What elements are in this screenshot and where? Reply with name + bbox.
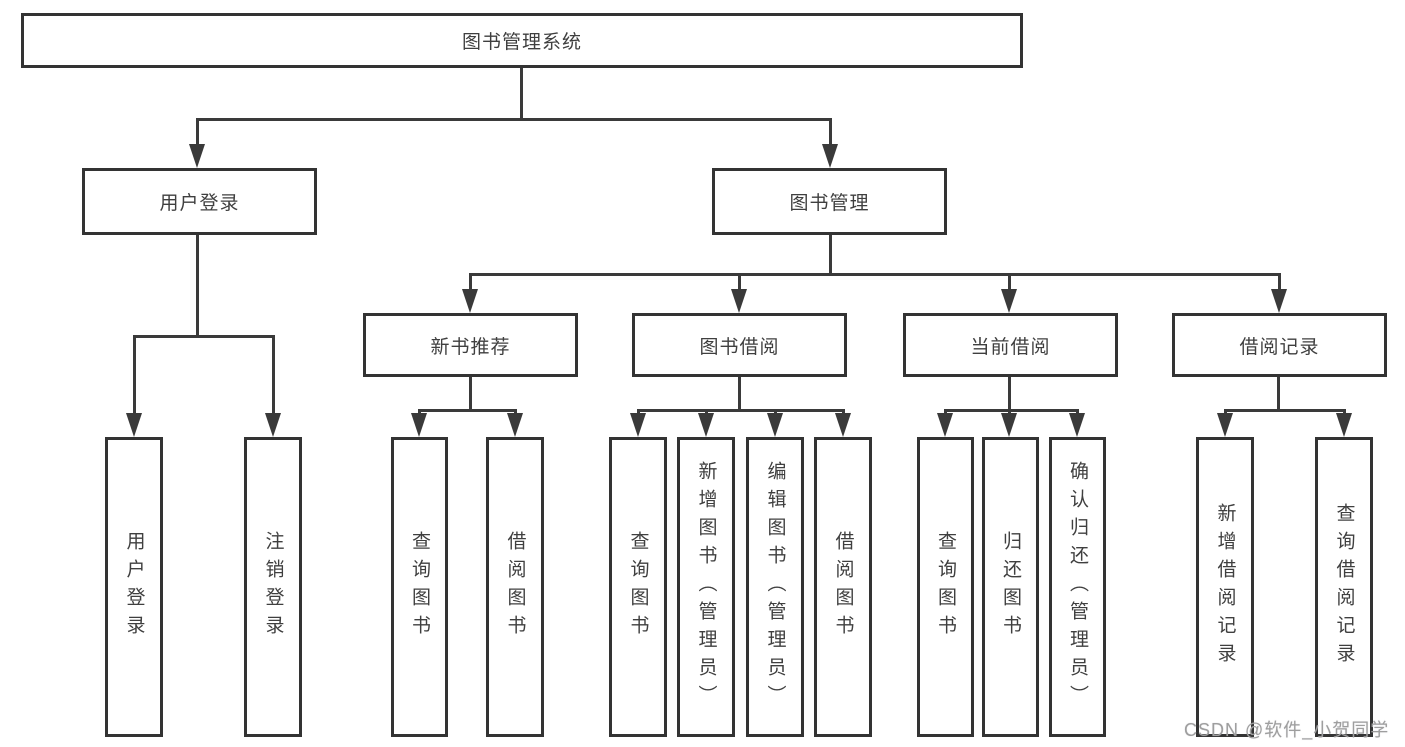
- connector-bb-stem: [738, 377, 741, 409]
- leaf-bb-query-books-label: 查询图书: [627, 531, 649, 643]
- connector-bb-rail: [637, 409, 845, 412]
- node-user-login-label: 用户登录: [159, 193, 240, 214]
- leaf-nbr-query-books: 查询图书: [391, 437, 448, 737]
- node-borrow-records: 借阅记录: [1172, 313, 1387, 377]
- connector-br-rail: [1224, 409, 1346, 412]
- connector-level3-rail: [469, 273, 1281, 276]
- connector-cb-rail: [944, 409, 1079, 412]
- connector-level2-rail: [196, 118, 832, 121]
- leaf-bb-borrow-books-label: 借阅图书: [832, 531, 854, 643]
- leaf-nbr-query-books-label: 查询图书: [409, 531, 430, 643]
- arrowhead-leaf-logout: [265, 413, 281, 437]
- connector-book-mgmt-shaft: [829, 118, 832, 146]
- connector-current-borrow-shaft: [1008, 273, 1011, 293]
- leaf-cb-return-books-label: 归还图书: [1000, 531, 1021, 643]
- leaf-bb-edit-books: 编辑图书（管理员）: [746, 437, 804, 737]
- leaf-nbr-borrow-books-label: 借阅图书: [504, 531, 526, 643]
- connector-book-borrow-shaft: [738, 273, 741, 293]
- connector-br-stem: [1277, 377, 1280, 409]
- arrowhead-current-borrow: [1001, 289, 1017, 313]
- arrowhead-br-leaf2: [1336, 413, 1352, 437]
- leaf-bb-borrow-books: 借阅图书: [814, 437, 872, 737]
- arrowhead-cb-leaf2: [1001, 413, 1017, 437]
- leaf-logout: 注销登录: [244, 437, 302, 737]
- arrowhead-cb-leaf3: [1069, 413, 1085, 437]
- arrowhead-user-login: [189, 144, 205, 168]
- leaf-cb-query-books: 查询图书: [917, 437, 974, 737]
- connector-nbr-rail: [418, 409, 517, 412]
- arrowhead-nbr-leaf1: [411, 413, 427, 437]
- arrowhead-bb-leaf4: [835, 413, 851, 437]
- connector-user-login-stem: [196, 235, 199, 335]
- node-root-label: 图书管理系统: [461, 32, 582, 53]
- leaf-cb-return-books: 归还图书: [982, 437, 1039, 737]
- leaf-cb-confirm-return: 确认归还（管理员）: [1049, 437, 1106, 737]
- arrowhead-br-leaf1: [1217, 413, 1233, 437]
- leaf-bb-edit-books-label: 编辑图书（管理员）: [764, 461, 786, 713]
- leaf-cb-confirm-return-label: 确认归还（管理员）: [1067, 461, 1088, 713]
- connector-user-login-rail: [133, 335, 275, 338]
- leaf-bb-query-books: 查询图书: [609, 437, 667, 737]
- leaf-logout-label: 注销登录: [262, 531, 284, 643]
- node-current-borrow-label: 当前借阅: [970, 336, 1051, 358]
- connector-user-login-shaft: [196, 118, 199, 146]
- leaf-user-login-label: 用户登录: [123, 531, 145, 643]
- node-root: 图书管理系统: [21, 13, 1023, 68]
- connector-borrow-record-shaft: [1278, 273, 1281, 293]
- leaf-cb-query-books-label: 查询图书: [935, 531, 956, 643]
- arrowhead-nbr-leaf2: [507, 413, 523, 437]
- connector-leaf-logout-shaft: [272, 335, 275, 415]
- leaf-br-add-record: 新增借阅记录: [1196, 437, 1254, 737]
- connector-root-stem: [520, 68, 523, 118]
- leaf-br-query-record-label: 查询借阅记录: [1333, 503, 1355, 671]
- arrowhead-bb-leaf3: [767, 413, 783, 437]
- leaf-bb-add-books: 新增图书（管理员）: [677, 437, 735, 737]
- node-book-management: 图书管理: [712, 168, 947, 235]
- arrowhead-new-book: [462, 289, 478, 313]
- arrowhead-book-borrow: [731, 289, 747, 313]
- connector-cb-stem: [1008, 377, 1011, 409]
- connector-nbr-stem: [469, 377, 472, 409]
- node-current-borrow: 当前借阅: [903, 313, 1118, 377]
- arrowhead-borrow-record: [1271, 289, 1287, 313]
- node-new-book-recommend: 新书推荐: [363, 313, 578, 377]
- connector-book-mgmt-stem: [829, 235, 832, 273]
- leaf-bb-add-books-label: 新增图书（管理员）: [695, 461, 717, 713]
- leaf-user-login: 用户登录: [105, 437, 163, 737]
- node-book-borrow: 图书借阅: [632, 313, 847, 377]
- leaf-nbr-borrow-books: 借阅图书: [486, 437, 544, 737]
- node-user-login: 用户登录: [82, 168, 317, 235]
- connector-new-book-shaft: [469, 273, 472, 293]
- csdn-watermark: CSDN @软件_小贺同学: [1184, 720, 1390, 740]
- node-book-management-label: 图书管理: [789, 193, 870, 214]
- node-borrow-records-label: 借阅记录: [1239, 336, 1320, 358]
- arrowhead-bb-leaf2: [698, 413, 714, 437]
- leaf-br-add-record-label: 新增借阅记录: [1214, 503, 1236, 671]
- arrowhead-leaf-login: [126, 413, 142, 437]
- node-book-borrow-label: 图书借阅: [699, 336, 780, 358]
- leaf-br-query-record: 查询借阅记录: [1315, 437, 1373, 737]
- arrowhead-cb-leaf1: [937, 413, 953, 437]
- node-new-book-recommend-label: 新书推荐: [430, 336, 511, 358]
- connector-leaf-login-shaft: [133, 335, 136, 415]
- arrowhead-book-mgmt: [822, 144, 838, 168]
- arrowhead-bb-leaf1: [630, 413, 646, 437]
